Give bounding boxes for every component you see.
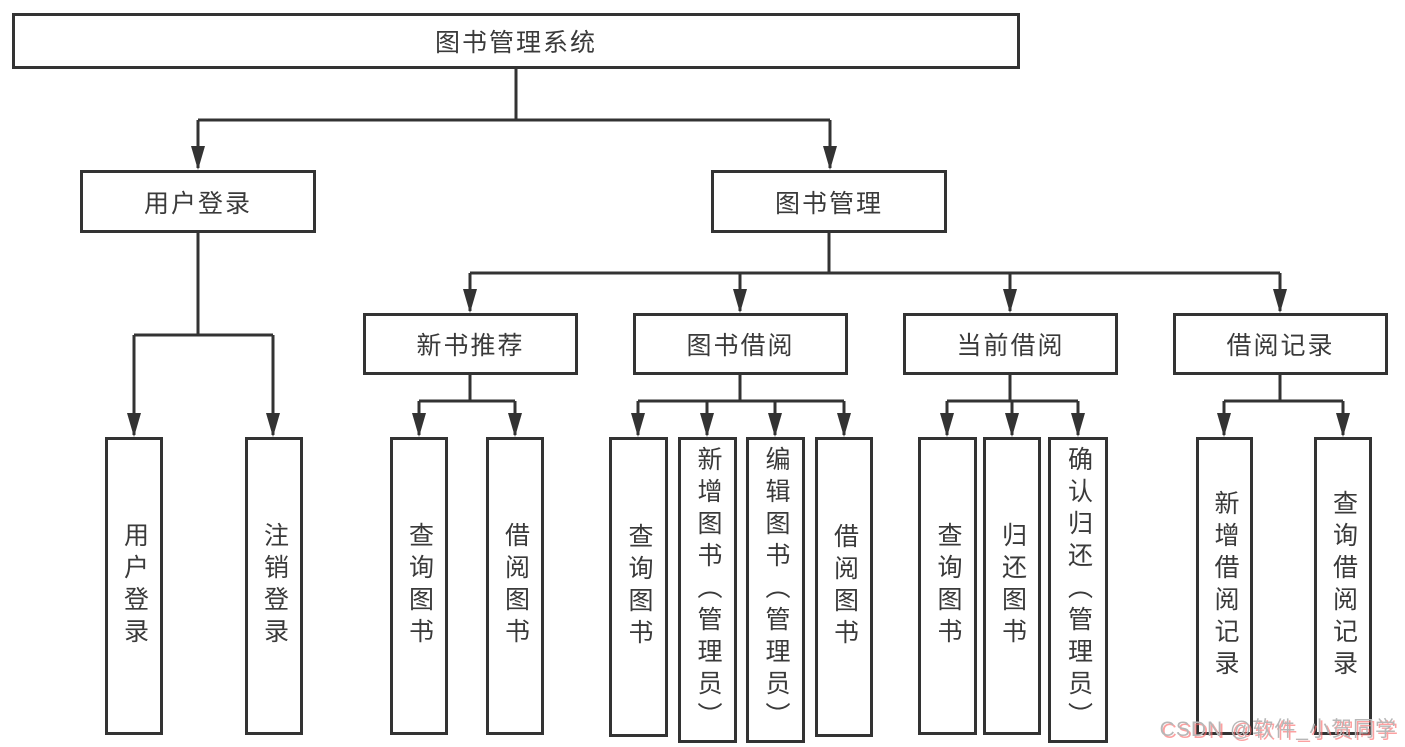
node-borrow-records: 借阅记录 (1173, 313, 1388, 375)
leaf-query-borrow-record: 查询借阅记录 (1314, 437, 1372, 735)
node-book-borrow: 图书借阅 (633, 313, 848, 375)
leaf-user-login: 用户登录 (105, 437, 163, 735)
leaf-query-books-recommend: 查询图书 (390, 437, 448, 735)
leaf-edit-book-admin: 编辑图书（管理员） (746, 437, 805, 743)
leaf-query-books-current: 查询图书 (918, 437, 977, 735)
leaf-query-books-borrow: 查询图书 (609, 437, 668, 737)
node-current-borrow: 当前借阅 (903, 313, 1118, 375)
leaf-confirm-return-admin: 确认归还（管理员） (1048, 437, 1108, 743)
leaf-logout: 注销登录 (245, 437, 303, 735)
leaf-borrow-books: 借阅图书 (815, 437, 873, 737)
leaf-borrow-books-recommend: 借阅图书 (486, 437, 544, 735)
node-root-system: 图书管理系统 (12, 13, 1020, 69)
leaf-add-book-admin: 新增图书（管理员） (678, 437, 737, 743)
node-book-management-branch: 图书管理 (711, 170, 947, 233)
leaf-add-borrow-record: 新增借阅记录 (1196, 437, 1253, 735)
leaf-return-books: 归还图书 (983, 437, 1041, 735)
node-user-login-branch: 用户登录 (80, 170, 316, 233)
csdn-watermark: CSDN @软件_小贺同学 (1159, 718, 1397, 741)
node-new-book-recommend: 新书推荐 (363, 313, 578, 375)
